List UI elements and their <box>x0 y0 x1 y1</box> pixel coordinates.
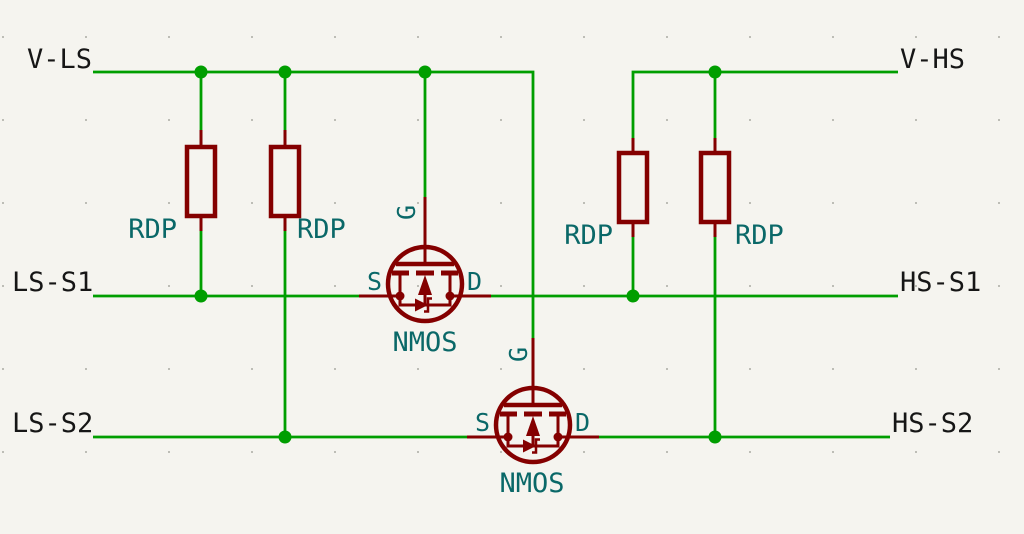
junction-dot <box>418 65 432 79</box>
junction-dot <box>194 289 208 303</box>
mosfet-q2[interactable]: S D G NMOS <box>467 338 599 499</box>
q1-pin-source-label: S <box>367 267 382 296</box>
junction-dot <box>194 65 208 79</box>
r2-body <box>268 144 302 219</box>
resistor-r3[interactable]: RDP <box>564 138 650 251</box>
net-label-hs-s1[interactable]: HS-S1 <box>900 267 981 298</box>
r4-value-label[interactable]: RDP <box>735 220 784 251</box>
net-label-hs-s2[interactable]: HS-S2 <box>892 408 973 439</box>
junctions <box>194 65 722 444</box>
wire-v-ls-bus[interactable] <box>93 70 535 338</box>
net-label-v-hs[interactable]: V-HS <box>900 44 965 75</box>
r4-body <box>698 150 732 225</box>
wire-v-hs-bus[interactable] <box>631 70 898 138</box>
junction-dot <box>278 65 292 79</box>
q2-pin-gate-label: G <box>504 347 533 362</box>
r1-body <box>184 144 218 219</box>
net-labels: V-LS V-HS LS-S1 HS-S1 LS-S2 HS-S2 <box>12 44 981 439</box>
r3-value-label[interactable]: RDP <box>564 220 613 251</box>
net-label-ls-s1[interactable]: LS-S1 <box>12 267 93 298</box>
junction-dot <box>626 289 640 303</box>
resistor-r1[interactable]: RDP <box>128 130 218 245</box>
r3-body <box>616 150 650 225</box>
mosfet-q1[interactable]: S D G NMOS <box>359 197 491 358</box>
q1-pin-drain-label: D <box>467 267 482 296</box>
net-label-ls-s2[interactable]: LS-S2 <box>12 408 93 439</box>
junction-dot <box>708 65 722 79</box>
r1-value-label[interactable]: RDP <box>128 214 177 245</box>
junction-dot <box>708 430 722 444</box>
resistor-r4[interactable]: RDP <box>698 138 784 251</box>
q2-value-label[interactable]: NMOS <box>499 468 564 499</box>
wires <box>93 70 898 439</box>
resistor-r2[interactable]: RDP <box>268 130 346 245</box>
q1-pin-gate-label: G <box>392 205 421 220</box>
net-label-v-ls[interactable]: V-LS <box>27 44 92 75</box>
junction-dot <box>278 430 292 444</box>
q2-pin-source-label: S <box>475 408 490 437</box>
q2-pin-drain-label: D <box>575 408 590 437</box>
r2-value-label[interactable]: RDP <box>297 214 346 245</box>
q1-value-label[interactable]: NMOS <box>392 327 457 358</box>
